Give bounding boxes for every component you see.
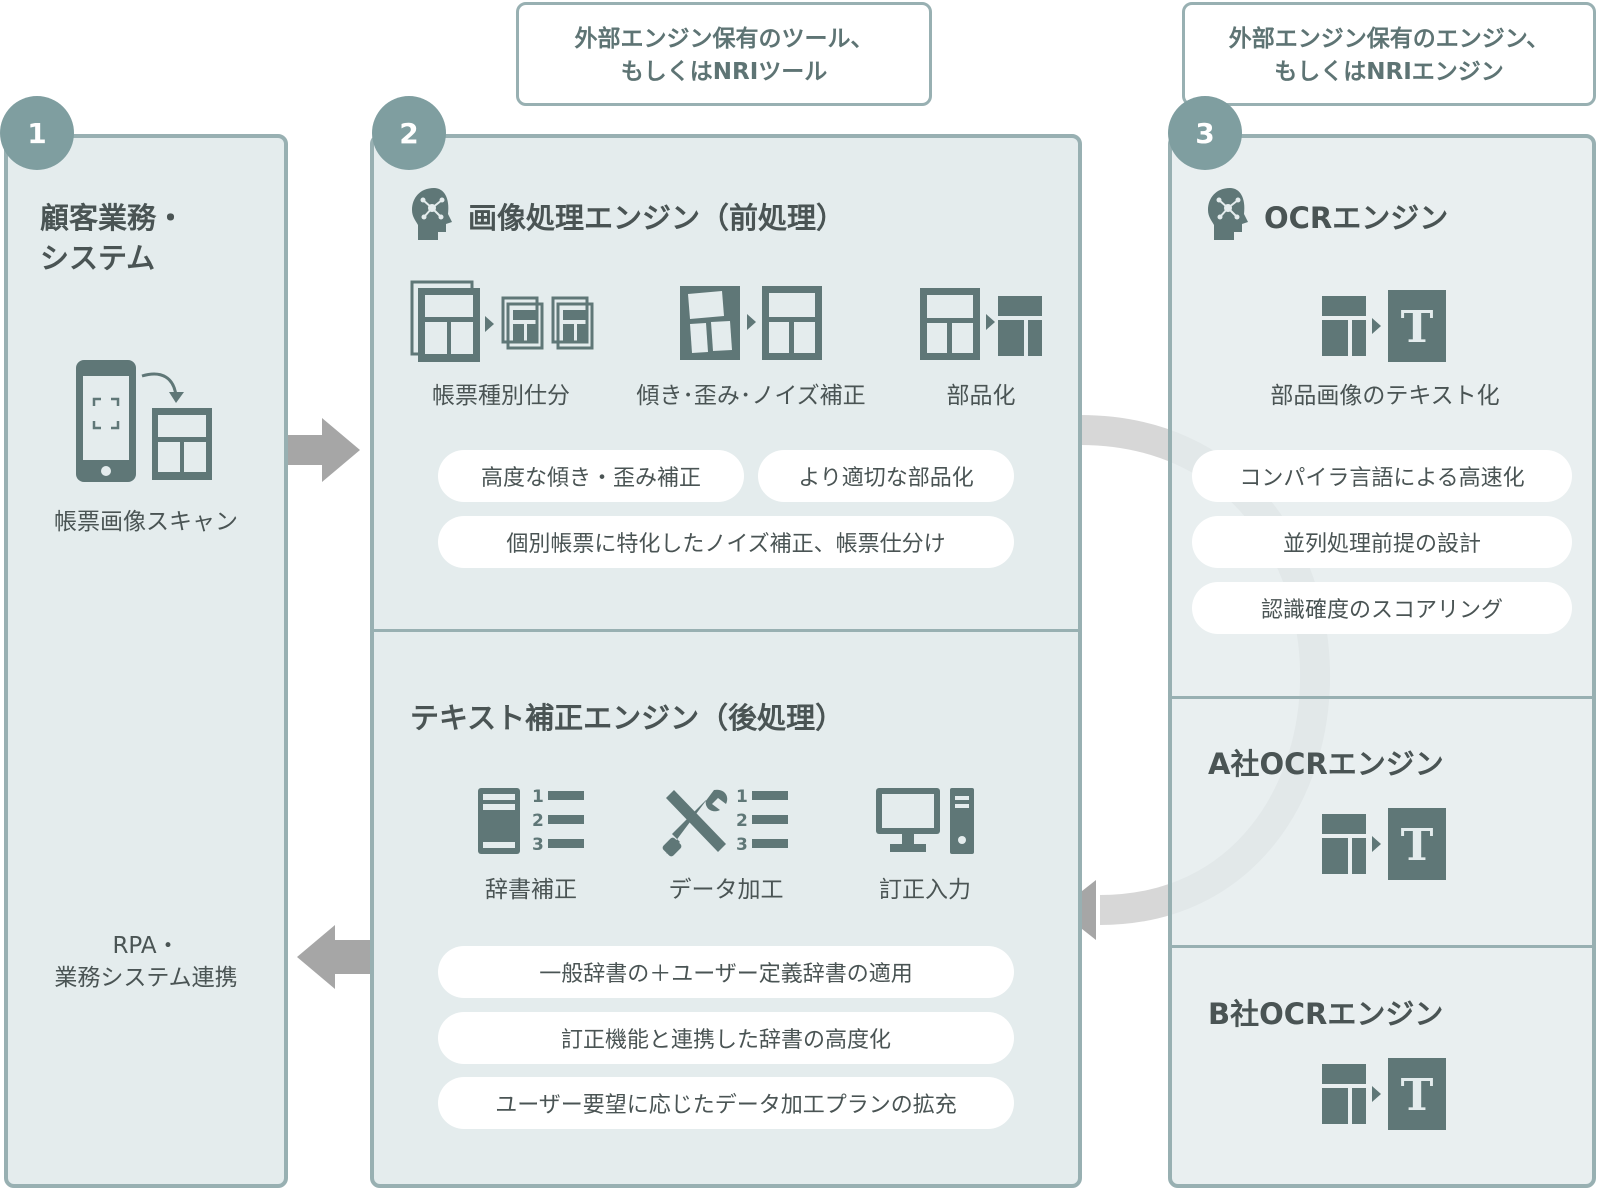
svg-text:T: T [1401, 1070, 1434, 1121]
parts-to-text-icon: T [1322, 1058, 1446, 1130]
svg-text:T: T [1401, 820, 1434, 871]
form-sort-icon [410, 280, 594, 362]
company-b-ocr-title: B社OCRエンジン [1208, 997, 1444, 1031]
arrow-left-2-to-1 [297, 925, 372, 989]
computer-icon [876, 788, 974, 854]
ai-head-icon [1208, 188, 1248, 240]
svg-text:2: 2 [532, 811, 544, 831]
post-pill-advanced: 訂正機能と連携した辞書の高度化 [438, 1012, 1014, 1064]
svg-text:T: T [1401, 302, 1434, 353]
note-engines: 外部エンジン保有のエンジン、もしくはNRIエンジン [1182, 2, 1596, 106]
data-processing-label: データ加工 [668, 877, 784, 903]
postprocess-title: テキスト補正エンジン（後処理） [410, 701, 845, 735]
step-badge-1: 1 [0, 96, 74, 170]
ocr-divider-1 [1172, 696, 1592, 699]
svg-text:3: 3 [736, 835, 748, 855]
pre-pill-noise: 個別帳票に特化したノイズ補正、帳票仕分け [438, 516, 1014, 568]
step-badge-2: 2 [372, 96, 446, 170]
correction-input-label: 訂正入力 [879, 877, 971, 903]
dictionary-icon: 1 2 3 [478, 787, 584, 855]
parts-to-text-label: 部品画像のテキスト化 [1270, 383, 1500, 409]
panel-customer-system [4, 134, 288, 1188]
customer-system-title: 顧客業務・システム [40, 201, 186, 275]
parts-split-icon [920, 288, 1042, 360]
svg-text:3: 3 [532, 835, 544, 855]
svg-text:1: 1 [736, 787, 748, 807]
ocr-title: OCRエンジン [1264, 201, 1449, 235]
ocr-pill-parallel: 並列処理前提の設計 [1192, 516, 1572, 568]
preprocess-title: 画像処理エンジン（前処理） [468, 201, 846, 235]
pre-pill-deskew: 高度な傾き・歪み補正 [438, 450, 744, 502]
rpa-label: RPA・業務システム連携 [54, 933, 238, 991]
dictionary-label: 辞書補正 [485, 877, 577, 903]
note-tools: 外部エンジン保有のツール、もしくはNRIツール [516, 2, 932, 106]
parts-split-label: 部品化 [946, 383, 1016, 409]
parts-to-text-icon: T [1322, 290, 1446, 362]
deskew-icon [680, 286, 822, 360]
deskew-label: 傾き･歪み･ノイズ補正 [636, 383, 866, 409]
ocr-divider-2 [1172, 945, 1592, 948]
scan-label: 帳票画像スキャン [54, 509, 238, 535]
post-pill-dictionary: 一般辞書の＋ユーザー定義辞書の適用 [438, 946, 1014, 998]
step-badge-3: 3 [1168, 96, 1242, 170]
phone-scan-icon [76, 360, 212, 482]
company-a-ocr-title: A社OCRエンジン [1208, 747, 1444, 781]
engines-divider [374, 629, 1078, 632]
post-pill-plan: ユーザー要望に応じたデータ加工プランの拡充 [438, 1077, 1014, 1129]
parts-to-text-icon: T [1322, 808, 1446, 880]
arrow-right-1-to-2 [287, 418, 360, 482]
pre-pill-parts: より適切な部品化 [758, 450, 1014, 502]
svg-text:2: 2 [736, 811, 748, 831]
svg-text:1: 1 [532, 787, 544, 807]
ai-head-icon [412, 188, 452, 240]
ocr-pill-scoring: 認識確度のスコアリング [1192, 582, 1572, 634]
form-sort-label: 帳票種別仕分 [432, 383, 570, 409]
panel-ocr [1168, 134, 1596, 1188]
tools-icon: 1 2 3 [662, 787, 788, 857]
ocr-pill-compiler: コンパイラ言語による高速化 [1192, 450, 1572, 502]
